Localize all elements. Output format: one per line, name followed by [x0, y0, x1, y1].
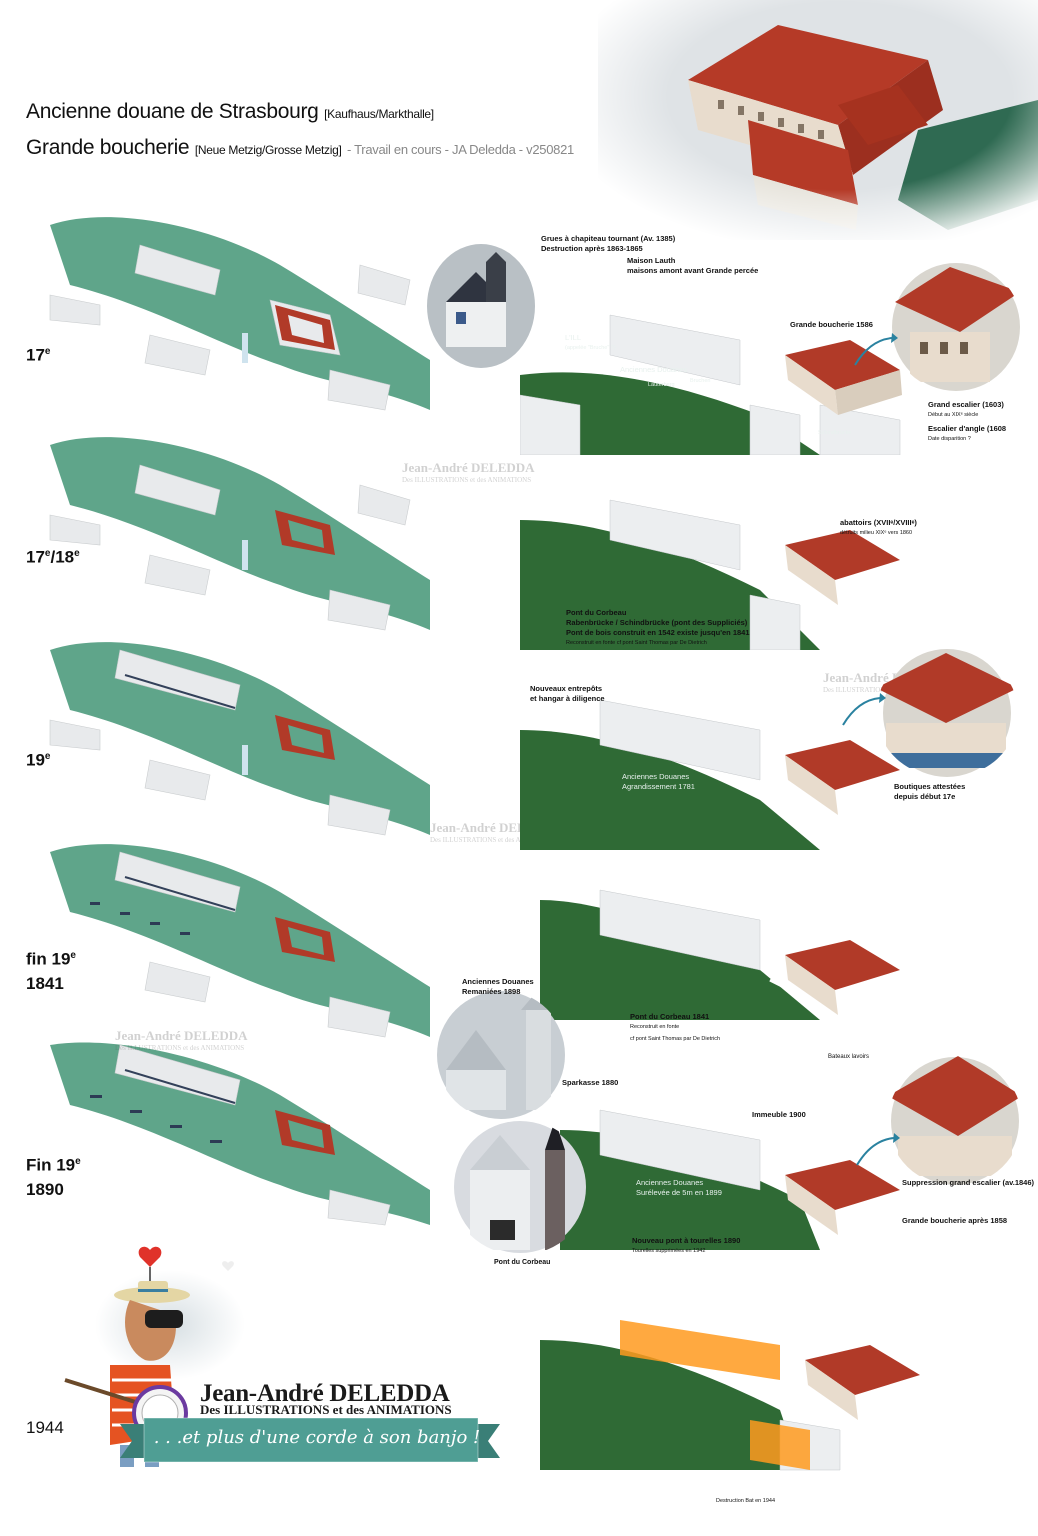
label-suppression-escalier: Suppression grand escalier (av.1846)	[902, 1178, 1035, 1187]
label-cranes: Grues à chapiteau tournant (Av. 1385)Des…	[541, 234, 676, 253]
inset-staircase-removed	[888, 1056, 1022, 1185]
scene-1944	[540, 1320, 920, 1471]
work-in-progress-note: - Travail en cours - JA Deledda - v25082…	[347, 142, 574, 157]
period-label-1944: 1944	[26, 1418, 64, 1437]
logo-subtitle: Des ILLUSTRATIONS et des ANIMATIONS	[200, 1402, 452, 1417]
map-17th-18th	[49, 437, 430, 631]
inset-cranes	[427, 244, 535, 368]
map-late-19th-1841	[50, 844, 430, 1038]
label-ill: L'ILL(appelée "Bruche" ?)	[565, 333, 616, 351]
label-pont-du-corbeau: Pont du Corbeau	[494, 1259, 551, 1266]
label-sparkasse: Sparkasse 1880	[562, 1078, 619, 1087]
label-destruction-1944: Destruction Bat en 1944	[716, 1498, 776, 1504]
inset-customs-1898	[437, 990, 565, 1119]
inset-grand-staircase	[892, 263, 1020, 391]
inset-sparkasse	[454, 1120, 586, 1253]
period-label-17th: 17e	[26, 345, 51, 365]
label-gb-1586: Grande boucherie 1586	[790, 320, 873, 329]
title2-subtitle: [Neue Metzig/Grosse Metzig]	[194, 143, 342, 157]
label-abattoirs: abattoirs (XVIIᵉ/XVIIIᵉ)détruits milieu …	[840, 518, 917, 536]
scene-1841	[540, 889, 900, 1020]
label-grand-escalier: Grand escalier (1603)Début au XIXᵉ siècl…	[928, 400, 1004, 418]
title-subtitle: [Kaufhaus/Markthalle]	[324, 107, 434, 121]
inset-shops	[876, 649, 1018, 777]
tagline-ribbon	[120, 1417, 500, 1463]
arrow-icon	[854, 333, 898, 366]
scene-17th	[520, 314, 902, 455]
scene-17th-18th	[520, 499, 900, 650]
label-immeuble: Immeuble 1900	[752, 1110, 806, 1119]
page-title: Ancienne douane de Strasbourg [Kaufhaus/…	[26, 100, 434, 123]
page-title-2: Grande boucherie [Neue Metzig/Grosse Met…	[26, 136, 574, 159]
label-anciennes-douanes: Anciennes Douanes	[620, 365, 688, 374]
arrow-icon	[842, 693, 886, 726]
hero-3d-view	[598, 0, 1038, 240]
logo-name: Jean-André DELEDDA	[200, 1380, 450, 1407]
scene-1890	[560, 1109, 900, 1250]
arrow-icon	[856, 1133, 900, 1166]
map-17th	[49, 217, 430, 411]
label-lauterberg: Lauterberg	[648, 382, 675, 388]
scene-19th	[520, 699, 900, 850]
label-bateaux-lavoirs: Bateaux lavoirs	[828, 1054, 870, 1060]
period-label-17th-18th: 17e/18e	[26, 547, 80, 567]
label-schindbrucke: Schindbrücke	[818, 430, 852, 436]
period-label-19th: 19e	[26, 750, 51, 770]
map-19th	[49, 642, 430, 836]
label-gb-1858: Grande boucherie après 1858	[902, 1216, 1008, 1225]
label-bruchen: Bruchen	[690, 378, 711, 384]
logo-tagline: . . .et plus d'une corde à son banjo !	[153, 1427, 481, 1448]
map-late-19th-1890	[50, 1042, 430, 1226]
